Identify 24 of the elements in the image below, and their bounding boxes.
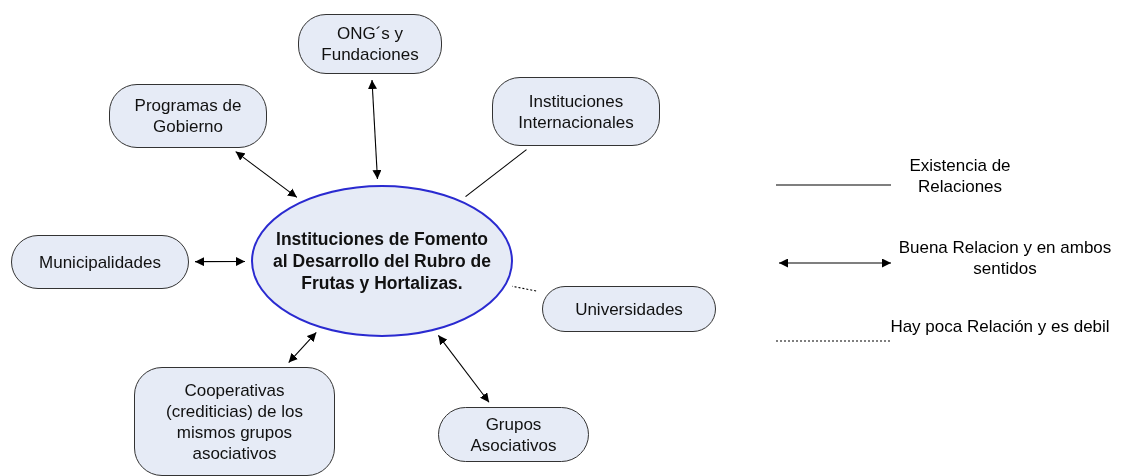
node-label: Instituciones Internacionales bbox=[517, 90, 635, 133]
node-label: Universidades bbox=[575, 298, 683, 320]
rounded-box bbox=[298, 14, 442, 74]
arrow bbox=[288, 331, 317, 364]
connector-line bbox=[511, 285, 537, 292]
node-label: Programas de Gobierno bbox=[133, 95, 243, 137]
legend-text: Existencia de Relaciones bbox=[908, 155, 1012, 197]
arrow bbox=[437, 334, 490, 403]
arrow bbox=[194, 257, 246, 267]
node-label: Instituciones de Fomento al Desarrollo del Rubro de Frutas y Hortalizas. bbox=[272, 228, 492, 294]
node-label: Municipalidades bbox=[39, 251, 161, 273]
rounded-box bbox=[109, 84, 267, 148]
node-label: ONG´s y Fundaciones bbox=[320, 23, 420, 65]
rounded-box bbox=[542, 286, 716, 332]
arrow bbox=[368, 79, 382, 180]
rounded-box bbox=[492, 77, 660, 146]
legend-text: Buena Relacion y en ambos sentidos bbox=[897, 237, 1113, 279]
rounded-box bbox=[134, 367, 335, 476]
node-label: Grupos Asociativos bbox=[469, 413, 558, 456]
node-label: Cooperativas (crediticias) de los mismos grupos asociativos bbox=[165, 379, 304, 464]
connector-line bbox=[465, 149, 528, 198]
legend-text: Hay poca Relación y es debil bbox=[890, 316, 1110, 337]
rounded-box bbox=[11, 235, 189, 289]
arrow bbox=[235, 151, 298, 198]
